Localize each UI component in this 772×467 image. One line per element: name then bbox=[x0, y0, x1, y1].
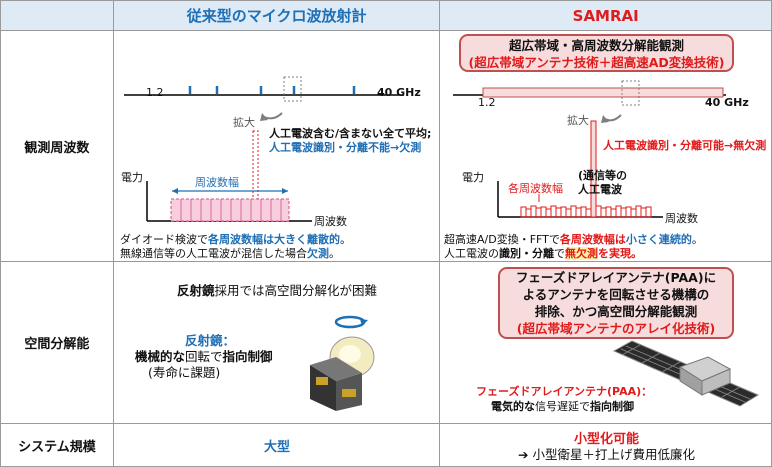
header-right-title: SAMRAI bbox=[572, 7, 639, 25]
right-cap1-c: 小さく連続的 bbox=[625, 233, 692, 246]
cell-right-system bbox=[439, 423, 772, 467]
right-cap1-a: 超高速A/D変換・FFTで bbox=[444, 233, 560, 246]
left-spatial-label-3: (寿命に課題) bbox=[148, 365, 221, 380]
left-spatial-label-1: 反射鏡： bbox=[185, 333, 236, 348]
right-comm-2: 人工電波 bbox=[578, 183, 622, 196]
left-spatial-title: 反射鏡採用では高空間分解化が困難 bbox=[114, 280, 440, 299]
left-power-label: 電力 bbox=[121, 171, 143, 184]
left-cap1-a: ダイオード検波で bbox=[120, 233, 208, 246]
right-comm-1: (通信等の bbox=[578, 169, 628, 182]
right-axis-start: 1.2 bbox=[478, 96, 496, 109]
left-zoom-box bbox=[283, 76, 302, 102]
left-bandwidth-block bbox=[170, 198, 290, 222]
left-bw-arrowhead-r bbox=[282, 188, 288, 194]
right-power-label: 電力 bbox=[462, 171, 484, 184]
left-cap2-c: 。 bbox=[329, 247, 340, 260]
left-cap1-b: 各周波数幅は大きく離散的 bbox=[208, 233, 340, 246]
left-spatial-title-a: 反射鏡 bbox=[176, 283, 215, 298]
left-cap2-b: 欠測 bbox=[307, 247, 329, 260]
left-note-2: 人工電波識別・分離不能→欠測 bbox=[269, 141, 422, 154]
left-label2-a: 機械的な bbox=[135, 349, 186, 364]
left-axis-start: 1.2 bbox=[146, 86, 164, 99]
left-bandwidth-label: 周波数幅 bbox=[195, 176, 239, 189]
right-label2-c: 指向制御 bbox=[590, 400, 634, 413]
right-spatial-line-3: 排除、かつ高空間分解能観測 bbox=[534, 303, 698, 319]
cell-left-system bbox=[112, 423, 441, 467]
cell-left-freq bbox=[112, 30, 441, 262]
left-bw-arrowhead-l bbox=[172, 188, 178, 194]
right-axis-end: 40 GHz bbox=[705, 96, 749, 109]
right-freq-label: 周波数 bbox=[665, 212, 698, 225]
row-label-spatial: 空間分解能 bbox=[0, 261, 114, 424]
right-cap1-b: 各周波数幅は bbox=[559, 233, 626, 246]
left-label2-b: 回転で bbox=[185, 349, 223, 364]
right-cap2-c: で bbox=[554, 247, 565, 260]
right-cap2-b: 識別・分離 bbox=[499, 247, 554, 260]
right-cap2-d: 無欠測 bbox=[565, 247, 598, 260]
left-spatial-title-b: 採用では高空間分解化が困難 bbox=[214, 283, 378, 298]
right-spatial-line-4: (超広帯域アンテナのアレイ化技術) bbox=[516, 320, 716, 336]
right-zoom-box bbox=[621, 80, 640, 106]
right-zoom-arrowhead bbox=[601, 115, 609, 123]
paa-satellite-icon bbox=[612, 340, 760, 407]
left-caption-1: ダイオード検波で各周波数幅は大きく離散的。 bbox=[120, 233, 351, 247]
right-label2-a: 電気的な bbox=[491, 400, 535, 413]
system-right-2: ➔ 小型衛星＋打上げ費用低廉化 bbox=[518, 447, 695, 462]
header-right: SAMRAI bbox=[439, 0, 772, 31]
left-cap2-a: 無線通信等の人工電波が混信した場合 bbox=[120, 247, 307, 260]
right-cap2-a: 人工電波の bbox=[444, 247, 499, 260]
right-band-bar bbox=[482, 87, 724, 98]
left-channel-ticks bbox=[188, 86, 356, 94]
left-label2-c: 指向制御 bbox=[222, 349, 273, 364]
right-box-line-1: 超広帯域・高周波数分解能観測 bbox=[508, 38, 684, 53]
right-caption-1: 超高速A/D変換・FFTで各周波数幅は小さく連続的。 bbox=[444, 233, 703, 247]
left-caption-2: 無線通信等の人工電波が混信した場合欠測。 bbox=[120, 247, 340, 261]
right-cap1-d: 。 bbox=[691, 233, 703, 246]
right-spatial-label-1: フェーズドアレイアンテナ(PAA)： bbox=[476, 385, 653, 398]
left-bandwidth-lines bbox=[180, 199, 282, 221]
right-spatial-line-2: よるアンテナを回転させる機構の bbox=[522, 286, 710, 302]
header-corner bbox=[0, 0, 114, 31]
right-box-line-2: (超広帯域アンテナ技術＋超高速AD変換技術) bbox=[468, 54, 725, 70]
left-zoom-label: 拡大 bbox=[233, 116, 255, 129]
right-zoom-label: 拡大 bbox=[567, 114, 589, 127]
row-label-freq: 観測周波数 bbox=[0, 30, 114, 262]
left-freq-diagram bbox=[124, 76, 404, 222]
left-freq-label: 周波数 bbox=[314, 215, 347, 228]
right-zoom-arrow bbox=[604, 114, 622, 122]
left-zoom-arrowhead bbox=[260, 113, 268, 121]
reflector-satellite-icon bbox=[310, 315, 375, 411]
right-spatial-label-2: 電気的な信号遅延で指向制御 bbox=[491, 400, 634, 414]
right-cap2-e: を実現。 bbox=[598, 247, 642, 260]
right-spatial-line-1: フェーズドアレイアンテナ(PAA)に bbox=[515, 270, 717, 285]
right-caption-2: 人工電波の識別・分離で無欠測を実現。 bbox=[444, 247, 642, 261]
right-spatial-box: フェーズドアレイアンテナ(PAA)に よるアンテナを回転させる機構の 排除、かつ… bbox=[498, 267, 734, 339]
right-note: 人工電波識別・分離可能→無欠測 bbox=[603, 139, 767, 152]
row-label-system: システム規模 bbox=[0, 423, 114, 467]
header-left: 従来型のマイクロ波放射計 bbox=[112, 0, 441, 31]
right-freq-box: 超広帯域・高周波数分解能観測 (超広帯域アンテナ技術＋超高速AD変換技術) bbox=[459, 34, 734, 72]
left-note-1: 人工電波含む/含まない全て平均; bbox=[269, 127, 432, 140]
header-left-title: 従来型のマイクロ波放射計 bbox=[186, 7, 367, 25]
left-spatial-label-2: 機械的な回転で指向制御 bbox=[135, 346, 273, 365]
left-cap1-c: 。 bbox=[340, 233, 351, 246]
right-bandwidth-label: 各周波数幅 bbox=[508, 182, 563, 195]
right-freq-diagram bbox=[453, 80, 726, 218]
right-fine-channels bbox=[520, 120, 652, 218]
system-right-1: 小型化可能 bbox=[573, 432, 639, 447]
system-left: 大型 bbox=[263, 440, 290, 455]
left-axis-end: 40 GHz bbox=[377, 86, 421, 99]
right-label2-b: 信号遅延で bbox=[535, 400, 590, 413]
left-zoom-arrow bbox=[263, 112, 283, 120]
